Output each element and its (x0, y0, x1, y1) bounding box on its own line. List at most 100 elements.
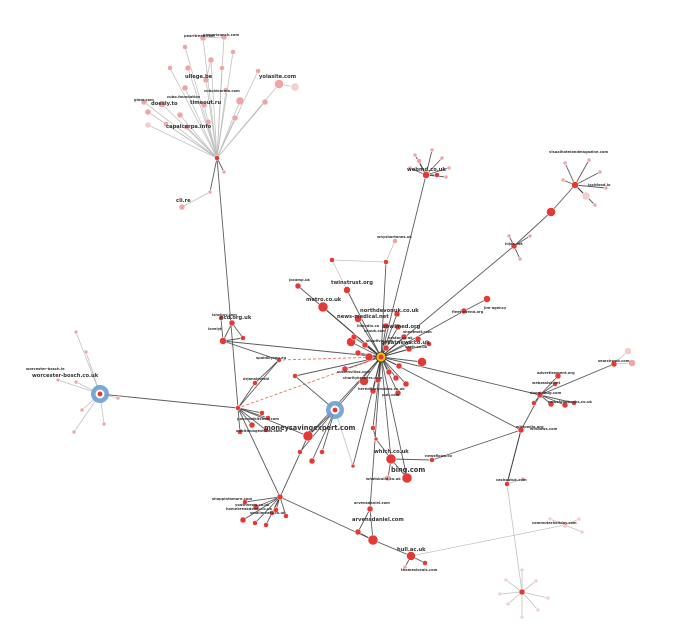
node-c2[interactable] (329, 257, 335, 263)
node-c9[interactable] (417, 357, 427, 367)
node-w2[interactable] (373, 436, 379, 442)
node-ms[interactable] (332, 407, 338, 413)
node-c21[interactable] (382, 344, 390, 352)
node-tl11[interactable] (235, 96, 245, 106)
node-news_f[interactable] (429, 457, 435, 463)
node-c8[interactable] (405, 345, 413, 353)
node-r5[interactable] (624, 347, 632, 355)
node-c7[interactable] (414, 335, 422, 343)
node-comm[interactable] (561, 521, 569, 529)
node-pearl[interactable] (199, 34, 207, 42)
node-webas[interactable] (552, 381, 558, 387)
node-fleet[interactable] (460, 307, 468, 315)
node-shop_hub[interactable] (276, 493, 284, 501)
node-hull[interactable] (406, 551, 416, 561)
node-tl_hub[interactable] (214, 155, 220, 161)
node-wm4[interactable] (446, 165, 452, 171)
node-wb[interactable] (97, 391, 103, 397)
node-tr7[interactable] (546, 207, 556, 217)
node-cm2[interactable] (579, 529, 585, 535)
node-sh4[interactable] (239, 516, 247, 524)
node-wm6[interactable] (434, 172, 440, 178)
node-tl6[interactable] (290, 82, 300, 92)
node-sh3[interactable] (269, 510, 275, 516)
node-spald[interactable] (276, 357, 282, 363)
node-odb[interactable] (265, 415, 271, 421)
node-bc2[interactable] (533, 578, 539, 584)
node-c23[interactable] (350, 333, 358, 341)
node-bc5[interactable] (519, 614, 525, 620)
node-hj3[interactable] (506, 233, 512, 239)
node-c10[interactable] (395, 362, 403, 370)
node-wm5[interactable] (407, 165, 413, 171)
node-wb8[interactable] (115, 395, 121, 401)
node-tl16[interactable] (144, 121, 152, 129)
node-c6[interactable] (400, 333, 408, 341)
node-c13[interactable] (374, 376, 382, 384)
node-wm3[interactable] (439, 155, 445, 161)
node-cm1[interactable] (576, 516, 582, 522)
node-tl17[interactable] (204, 118, 212, 126)
node-r2[interactable] (561, 401, 569, 409)
node-c19[interactable] (341, 365, 349, 373)
node-jocamp[interactable] (294, 282, 302, 290)
node-m5[interactable] (319, 449, 325, 455)
node-capal[interactable] (183, 123, 191, 131)
node-tr2[interactable] (562, 160, 568, 166)
node-tr5[interactable] (560, 177, 566, 183)
node-wb2[interactable] (83, 349, 89, 355)
node-bc_hub[interactable] (518, 588, 526, 596)
node-c14[interactable] (359, 376, 369, 386)
node-tr3[interactable] (597, 169, 603, 175)
node-tr_hub[interactable] (571, 181, 579, 189)
node-wb5[interactable] (79, 407, 85, 413)
node-bc8[interactable] (519, 567, 525, 573)
node-bing[interactable] (401, 472, 413, 484)
node-r3[interactable] (571, 400, 577, 406)
node-sh2[interactable] (252, 503, 260, 511)
node-sh5[interactable] (252, 520, 258, 526)
node-webmd_hub[interactable] (422, 171, 430, 179)
node-hijas[interactable] (510, 242, 518, 250)
node-news[interactable] (354, 315, 362, 323)
node-sh1[interactable] (242, 499, 248, 505)
node-tl13[interactable] (176, 111, 184, 119)
node-wbld[interactable] (384, 474, 392, 482)
node-c18[interactable] (394, 389, 402, 397)
node-tl5[interactable] (219, 65, 225, 71)
node-m2[interactable] (308, 457, 316, 465)
node-cli[interactable] (178, 203, 186, 211)
node-tl14[interactable] (144, 108, 152, 116)
node-m3[interactable] (297, 449, 303, 455)
node-c11[interactable] (385, 368, 393, 376)
node-adv[interactable] (554, 372, 562, 380)
node-r4[interactable] (531, 400, 537, 406)
node-dogg[interactable] (536, 391, 544, 399)
node-w1[interactable] (370, 425, 376, 431)
node-wb3[interactable] (55, 377, 61, 383)
node-jim[interactable] (483, 295, 491, 303)
node-m4[interactable] (350, 463, 356, 469)
node-ld6[interactable] (263, 427, 269, 433)
node-tr4[interactable] (603, 185, 609, 191)
node-arv_hub[interactable] (366, 505, 374, 513)
node-bc1[interactable] (503, 577, 509, 583)
node-ld1[interactable] (240, 335, 246, 341)
node-hj1[interactable] (527, 233, 533, 239)
node-drjan[interactable] (252, 380, 258, 386)
node-ld2[interactable] (292, 373, 298, 379)
node-tr6[interactable] (581, 191, 591, 201)
node-tl7[interactable] (255, 68, 261, 74)
node-bc4[interactable] (505, 601, 511, 607)
node-glnm[interactable] (140, 98, 148, 106)
node-tl9[interactable] (181, 84, 189, 92)
node-search[interactable] (610, 360, 618, 368)
node-tl15[interactable] (231, 114, 239, 122)
node-lovely[interactable] (219, 337, 227, 345)
node-r1[interactable] (547, 400, 555, 408)
node-m1[interactable] (302, 430, 314, 442)
node-c17[interactable] (369, 387, 377, 395)
node-wm7[interactable] (443, 174, 449, 180)
node-bc3[interactable] (545, 595, 551, 601)
